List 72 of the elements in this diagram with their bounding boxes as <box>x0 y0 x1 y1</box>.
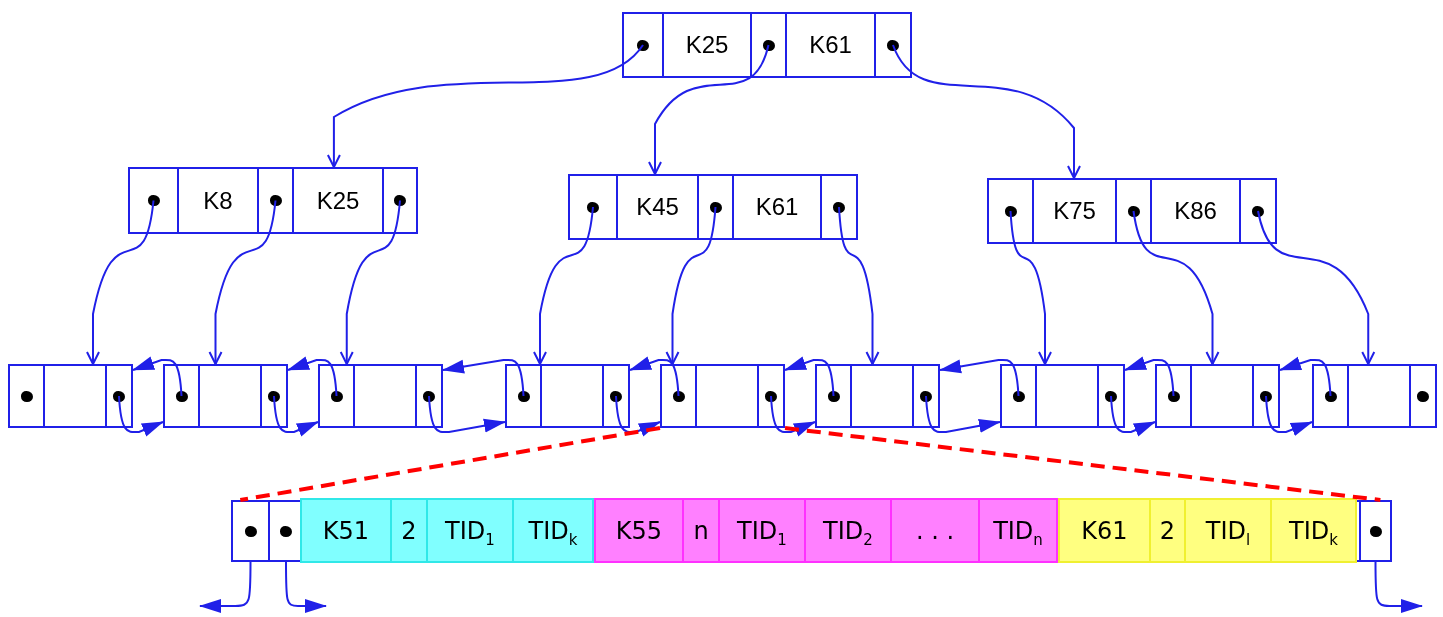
pointer-arrow <box>1124 356 1175 397</box>
pointer-arrow <box>442 358 525 397</box>
leaf-node <box>505 364 630 428</box>
key-label: K61 <box>809 31 852 59</box>
entry-label: 2 <box>401 516 417 545</box>
index-node <box>987 178 1277 244</box>
entry-label: TID$_{n}$ <box>993 516 1043 545</box>
key-entry <box>594 498 1058 563</box>
key-label: K75 <box>1053 197 1096 225</box>
dashed-connector <box>784 426 1381 502</box>
pointer-arrow <box>208 199 277 365</box>
pointer-arrow <box>199 561 252 613</box>
pointer-arrow <box>339 199 401 365</box>
pointer-arrow <box>648 44 770 175</box>
pointer-arrow <box>1374 561 1423 613</box>
pointer-arrow <box>428 395 506 434</box>
key-entry <box>1058 498 1357 563</box>
pointer-arrow <box>925 395 1001 434</box>
key-label: K45 <box>636 193 679 221</box>
pointer-arrow <box>770 395 816 437</box>
pointer-arrow <box>665 206 717 365</box>
pointer-arrow <box>285 561 327 613</box>
pointer-arrow <box>326 44 644 168</box>
pointer-arrow <box>287 356 338 397</box>
leaf-node <box>8 364 133 428</box>
leaf-node <box>163 364 288 428</box>
entry-label: K55 <box>615 516 663 545</box>
entry-label: TID$_{l}$ <box>1205 516 1251 545</box>
entry-label: 2 <box>1159 516 1176 545</box>
pointer-arrow <box>838 206 880 365</box>
entry-label: K51 <box>322 516 370 545</box>
entry-label: K61 <box>1081 516 1128 545</box>
key-label: K86 <box>1174 197 1217 225</box>
key-entry <box>300 498 594 563</box>
pointer-arrow <box>1132 210 1220 365</box>
pointer-arrow <box>132 356 183 397</box>
key-label: K25 <box>685 31 729 59</box>
entry-label: n <box>693 516 709 545</box>
entry-label: TID$_{k}$ <box>528 516 578 545</box>
pointer-arrow <box>892 44 1081 179</box>
leaf-node <box>660 364 785 428</box>
entry-label: TID$_{2}$ <box>823 516 873 545</box>
key-label: K8 <box>203 186 233 215</box>
pointer-arrow <box>273 395 319 437</box>
key-label: K61 <box>755 193 799 221</box>
dashed-connector <box>239 426 661 502</box>
pointer-arrow <box>1009 210 1052 365</box>
pointer-arrow <box>939 358 1020 397</box>
pointer-arrow <box>1110 395 1156 437</box>
leaf-node <box>1155 364 1280 428</box>
index-node <box>568 174 858 240</box>
entry-label: TID$_{k}$ <box>1289 516 1338 545</box>
index-node <box>128 167 418 234</box>
entry-label: TID$_{1}$ <box>737 516 787 545</box>
entry-label: TID$_{1}$ <box>445 516 495 545</box>
pointer-arrow <box>629 356 680 397</box>
leaf-node <box>815 364 940 428</box>
pointer-arrow <box>533 206 594 365</box>
entry-label: . . . <box>915 516 955 545</box>
index-node <box>622 12 912 78</box>
leaf-node <box>1312 364 1437 428</box>
leaf-node <box>318 364 443 428</box>
pointer-arrow <box>86 199 155 365</box>
key-label: K25 <box>316 186 360 215</box>
leaf-node-detail <box>231 500 1392 562</box>
leaf-node <box>1000 364 1125 428</box>
pointer-arrow <box>1279 356 1332 397</box>
pointer-arrow <box>1265 395 1313 437</box>
pointer-arrow <box>615 395 661 437</box>
pointer-arrow <box>784 356 835 397</box>
pointer-arrow <box>118 395 164 437</box>
pointer-arrow <box>1257 210 1376 365</box>
